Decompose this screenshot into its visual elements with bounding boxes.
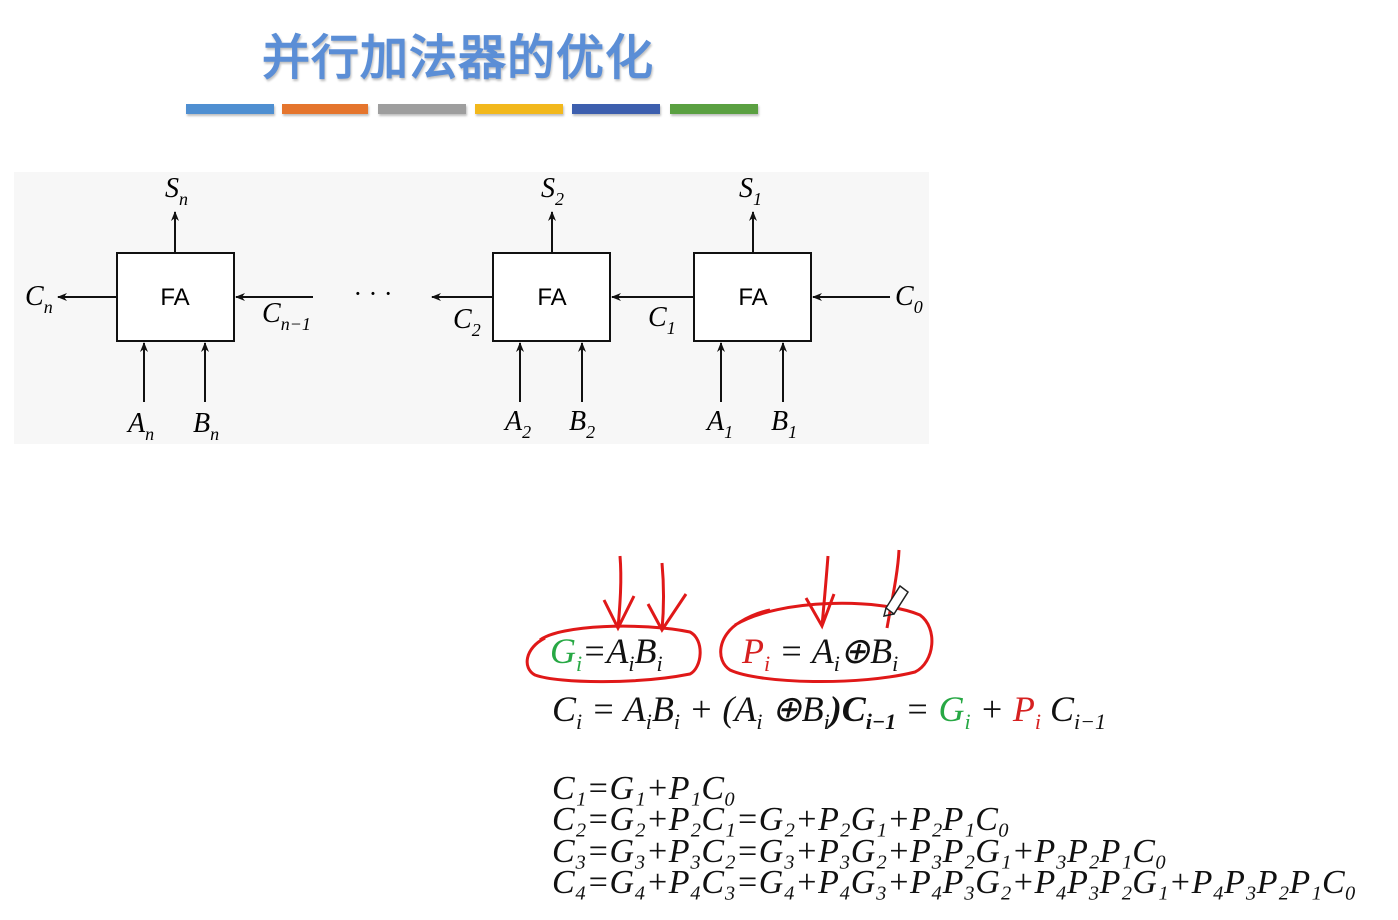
propagate-b: B xyxy=(870,631,893,671)
generate-a: A xyxy=(606,631,629,671)
label-b1: B1 xyxy=(771,406,797,442)
propagate-a: A xyxy=(811,631,834,671)
label-an: An xyxy=(126,408,154,444)
label-a1: A1 xyxy=(705,406,733,442)
carry-part6: = xyxy=(896,689,939,729)
generate-definition: Gi=AiBi xyxy=(550,630,663,677)
xor-operator: ⊕ xyxy=(839,631,871,671)
propagate-sub: i xyxy=(764,651,771,676)
generate-b: B xyxy=(634,631,657,671)
fa-label-n: FA xyxy=(160,284,189,311)
carry-c-sub: i xyxy=(576,709,583,734)
color-bar-6 xyxy=(670,104,758,114)
generate-sub: i xyxy=(576,651,583,676)
annotation-arrow-ai xyxy=(602,555,636,632)
carry-p-sub: i xyxy=(1034,709,1042,734)
generate-eq: = xyxy=(582,631,607,671)
color-bar-3 xyxy=(378,104,466,114)
color-bar-2 xyxy=(282,104,368,114)
carry-c: C xyxy=(552,689,577,729)
color-bar-4 xyxy=(475,104,563,114)
annotation-stroke-bi xyxy=(885,549,901,629)
annotation-ellipse-generate xyxy=(525,624,702,684)
expansion-c1: C₁=G₁+P₁C₀ xyxy=(552,770,736,807)
label-c1: C1 xyxy=(648,302,676,338)
carry-part3: + (A xyxy=(680,689,757,729)
carry-g: G xyxy=(938,689,965,729)
expansion-c2: C₂=G₂+P₂C₁=G₂+P₂G₁+P₂P₁C₀ xyxy=(552,801,1010,838)
carry-part2: B xyxy=(651,689,674,729)
carry-p3-sub: i xyxy=(756,709,763,734)
carry-plus: + xyxy=(970,689,1013,729)
expansion-c4: C₄=G₄+P₄C₃=G₄+P₄G₃+P₄P₃G₂+P₄P₃P₂G₁+P₄P₃P… xyxy=(552,864,1357,901)
carry-g-sub: i xyxy=(964,709,971,734)
color-bar-1 xyxy=(186,104,274,114)
fa-block-2 xyxy=(492,252,611,342)
propagate-a-sub: i xyxy=(833,651,840,676)
color-bar-5 xyxy=(572,104,660,114)
label-cn: Cn xyxy=(25,281,53,317)
carry-p1-sub: i xyxy=(645,709,652,734)
carry-p: P xyxy=(1012,689,1035,729)
label-c0: C0 xyxy=(895,281,923,317)
fa-label-1: FA xyxy=(738,284,767,311)
label-s2: S2 xyxy=(541,173,564,209)
label-b2: B2 xyxy=(569,406,595,442)
label-sn: Sn xyxy=(165,173,188,209)
carry-p4-sub: i xyxy=(823,709,830,734)
carry-tail-sub: i−1 xyxy=(1074,709,1106,734)
expansion-c3: C₃=G₃+P₃C₂=G₃+P₃G₂+P₃P₂G₁+P₃P₂P₁C₀ xyxy=(552,833,1167,870)
label-cn-1: Cn−1 xyxy=(262,298,311,334)
fa-label-2: FA xyxy=(537,284,566,311)
label-bn: Bn xyxy=(193,408,219,444)
propagate-definition: Pi = Ai⊕Bi xyxy=(742,630,898,677)
label-c2: C2 xyxy=(453,304,481,340)
annotation-ellipse-propagate xyxy=(719,601,934,683)
carry-tail: C xyxy=(1041,689,1075,729)
carry-p2-sub: i xyxy=(673,709,681,734)
label-s1: S1 xyxy=(739,173,762,209)
propagate-symbol: P xyxy=(742,631,764,671)
page-title: 并行加法器的优化 xyxy=(262,30,655,86)
carry-part4: ⊕B xyxy=(762,689,824,729)
ellipsis-dots: · · · xyxy=(354,279,393,308)
propagate-eq: = xyxy=(770,631,812,671)
label-a2: A2 xyxy=(503,406,531,442)
propagate-b-sub: i xyxy=(892,651,899,676)
generate-symbol: G xyxy=(550,631,576,671)
carry-p5-sub: i−1 xyxy=(865,709,897,734)
annotation-arrow-bi xyxy=(646,562,688,633)
carry-part1: = A xyxy=(582,689,646,729)
pen-cursor-icon xyxy=(882,584,910,617)
generate-b-sub: i xyxy=(656,651,663,676)
generate-a-sub: i xyxy=(628,651,635,676)
carry-equation: Ci = AiBi + (Ai ⊕Bi)Ci−1 = Gi + Pi Ci−1 xyxy=(552,688,1106,735)
annotation-arrow-xor xyxy=(804,555,836,630)
fa-block-1 xyxy=(693,252,812,342)
carry-part5: )C xyxy=(829,689,866,729)
